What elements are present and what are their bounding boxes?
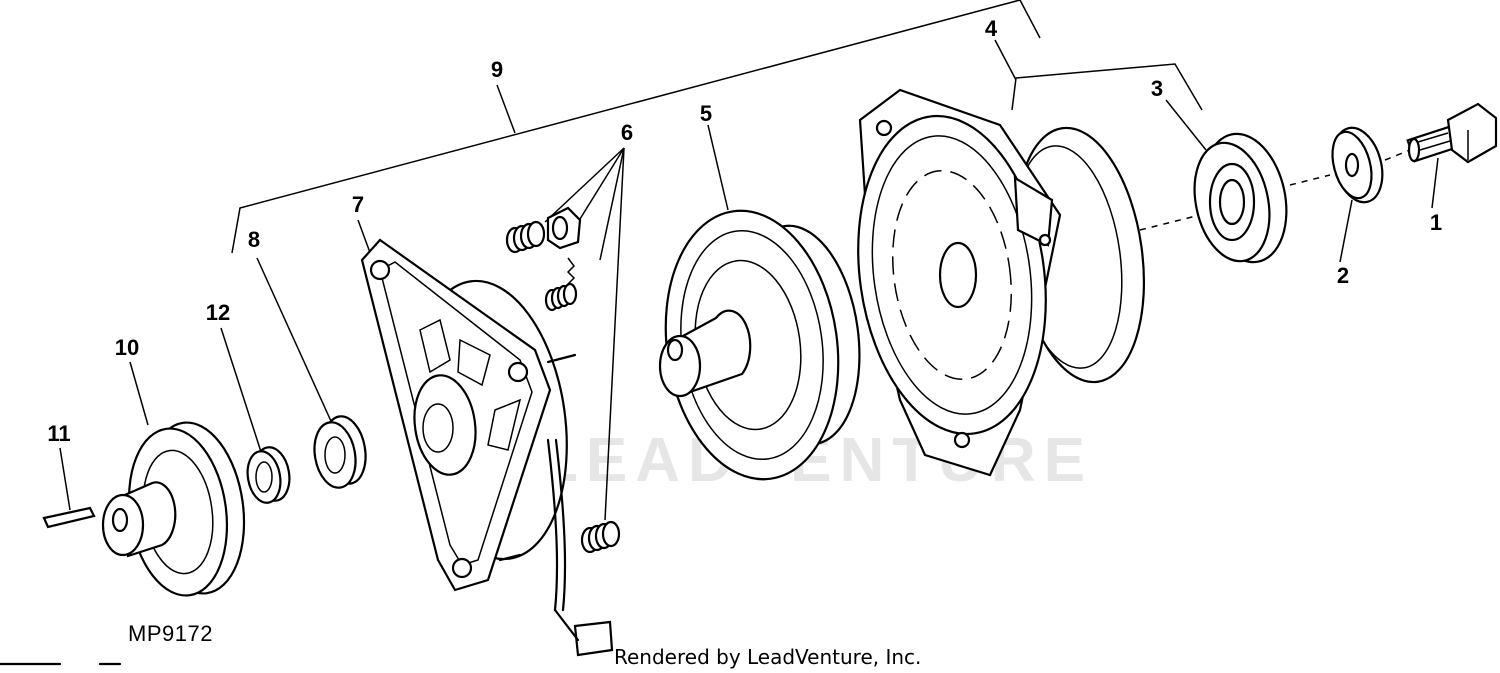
leader-4 [994, 39, 1017, 81]
callout-3: 3 [1150, 76, 1164, 101]
callout-12: 12 [205, 300, 231, 325]
callout-5: 5 [699, 101, 713, 126]
leader-3 [1165, 99, 1207, 151]
part-8-spacer [313, 415, 367, 489]
leader-1 [1431, 157, 1439, 209]
part-2-washer [1331, 126, 1384, 204]
nut-upper [546, 206, 582, 250]
part-10-pulley [101, 421, 246, 597]
part-3-bearing [1193, 132, 1288, 264]
part-7-brake-plate [360, 238, 614, 657]
callout-7: 7 [351, 192, 365, 217]
spring-lower [580, 520, 621, 554]
leader-11 [59, 447, 71, 511]
leader-6c [599, 147, 625, 261]
callout-10: 10 [114, 335, 140, 360]
leader-12 [220, 327, 263, 456]
figure-id-label: MP9172 [128, 621, 213, 646]
callout-2: 2 [1336, 263, 1350, 288]
bracket-9 [231, 0, 1041, 254]
leader-10 [129, 361, 149, 426]
part-11-key [42, 506, 96, 529]
callout-11: 11 [47, 421, 71, 446]
part-5-armature [658, 209, 861, 481]
part-4-field-coil [857, 88, 1146, 477]
bracket-4 [1011, 63, 1203, 111]
spring-upper-left [505, 220, 546, 254]
callout-1: 1 [1429, 210, 1443, 235]
callout-4: 4 [984, 16, 998, 41]
leader-8 [256, 257, 336, 431]
leader-6d [604, 147, 625, 521]
callout-6: 6 [620, 120, 634, 145]
part-6-springs [505, 206, 621, 554]
leader-9 [496, 84, 516, 134]
callout-8: 8 [247, 227, 261, 252]
leader-lines [59, 0, 1439, 521]
credit-text: Rendered by LeadVenture, Inc. [614, 645, 922, 669]
callout-9: 9 [490, 57, 504, 82]
leader-6a [544, 147, 625, 223]
part-1-bolt [1406, 102, 1498, 164]
part-12-bushing [246, 446, 291, 504]
spring-middle [544, 282, 578, 312]
leader-5 [707, 124, 729, 211]
leader-2 [1339, 199, 1353, 263]
